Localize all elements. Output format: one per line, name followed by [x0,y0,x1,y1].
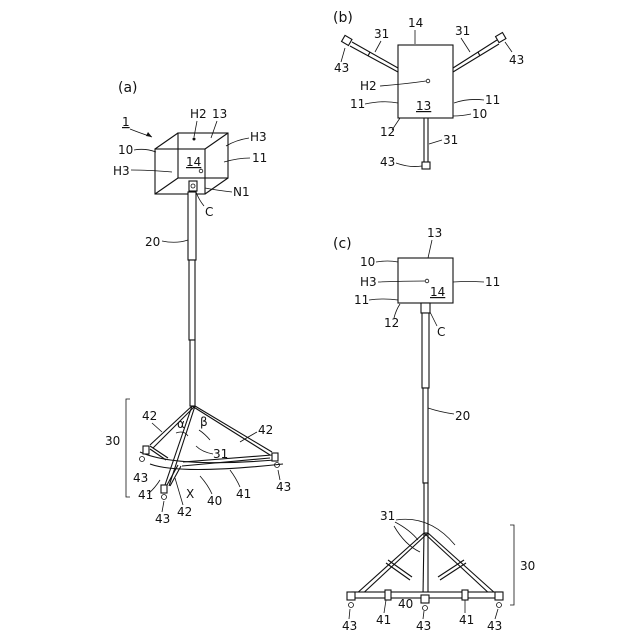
arm-bottom-b [422,118,430,169]
label-a-10: 10 [118,143,133,157]
panel-a: (a) 1 H2 13 10 H3 14 11 H3 N1 [105,80,291,526]
label-b-11-left: 11 [350,97,365,111]
label-c-43-1: 43 [342,619,357,633]
label-device-1: 1 [122,115,130,129]
tripod-a [140,406,284,500]
label-c-11-left: 11 [354,293,369,307]
label-c-30: 30 [520,559,535,573]
label-c-43-2: 43 [416,619,431,633]
label-c-13: 13 [427,226,442,240]
label-a-h3-left: H3 [113,164,130,178]
label-b-14: 14 [408,16,423,30]
connector [189,181,197,191]
label-c-43-3: 43 [487,619,502,633]
bracket-30-a [126,399,130,497]
label-a-30: 30 [105,434,120,448]
panel-b-caption: (b) [333,10,353,26]
tripod-c [347,533,503,611]
label-c-h3: H3 [360,275,377,289]
label-a-13: 13 [212,107,227,121]
label-c-12: 12 [384,316,399,330]
label-a-x: X [186,487,194,501]
label-a-41-left: 41 [138,488,153,502]
label-b-31-bottom: 31 [443,133,458,147]
panel-b: (b) 31 14 31 43 43 [333,10,524,169]
label-c-10: 10 [360,255,375,269]
label-a-40: 40 [207,494,222,508]
label-a-42-left: 42 [142,409,157,423]
label-a-beta: β [200,415,208,429]
label-a-11: 11 [252,151,267,165]
label-a-43-right: 43 [276,480,291,494]
label-b-11-right: 11 [485,93,500,107]
label-b-43-bottom: 43 [380,155,395,169]
label-b-h2: H2 [360,79,377,93]
label-c-31: 31 [380,509,395,523]
label-a-43-bottom: 43 [155,512,170,526]
label-a-20: 20 [145,235,160,249]
label-a-14: 14 [186,155,201,169]
panel-c-caption: (c) [333,236,352,252]
arm-left-b [342,35,398,72]
label-a-31: 31 [213,447,228,461]
bracket-30-c [510,525,514,605]
panel-a-caption: (a) [118,80,138,96]
label-a-h3-right: H3 [250,130,267,144]
label-c-40: 40 [398,597,413,611]
label-b-31-left: 31 [374,27,389,41]
panel-c: (c) 13 10 H3 11 14 11 12 C 20 [333,226,535,633]
label-c-20: 20 [455,409,470,423]
label-a-c: C [205,205,213,219]
label-c-c: C [437,325,445,339]
pole [188,192,196,406]
label-a-42-right: 42 [258,423,273,437]
label-c-14: 14 [430,285,445,299]
label-a-43-left: 43 [133,471,148,485]
label-b-10: 10 [472,107,487,121]
label-a-41-right: 41 [236,487,251,501]
label-c-41-left: 41 [376,613,391,627]
arrow-device [146,132,152,137]
label-c-11-right: 11 [485,275,500,289]
label-b-31-right: 31 [455,24,470,38]
label-a-n1: N1 [233,185,250,199]
label-a-h2: H2 [190,107,207,121]
label-b-43-left: 43 [334,61,349,75]
label-a-42-bottom: 42 [177,505,192,519]
label-c-41-right: 41 [459,613,474,627]
label-b-43-right: 43 [509,53,524,67]
connector-c [421,303,430,313]
label-a-alpha: α [177,417,185,431]
label-b-12: 12 [380,125,395,139]
label-b-13: 13 [416,99,431,113]
pole-c [422,313,429,533]
